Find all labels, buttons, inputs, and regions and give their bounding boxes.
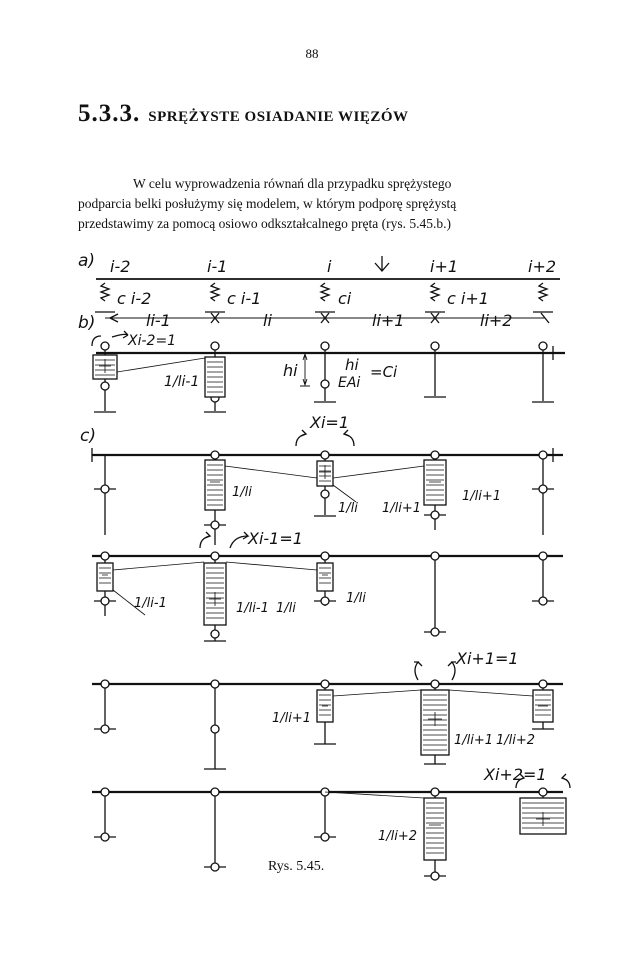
b-span-label: li+1 <box>372 311 404 330</box>
a-support-label: i <box>327 257 332 276</box>
b-unknown-arrows <box>91 330 129 347</box>
c1-ratio: 1/li <box>338 501 358 516</box>
a-spring-label: c i-2 <box>117 289 151 308</box>
b-span-label: li-1 <box>146 311 171 330</box>
c2-diagram-blocks <box>96 531 334 626</box>
c3-ratio: 1/li+1 <box>272 711 311 726</box>
b-hinges <box>100 341 548 403</box>
label-part-a: a) <box>78 251 95 271</box>
c2-unknown: Xi-1=1 <box>247 529 303 548</box>
intro-line-3: przedstawimy za pomocą osiowo odkształca… <box>78 216 452 231</box>
c4-ratio: 1/li+2 <box>378 829 417 844</box>
a-support-label: i+2 <box>528 257 556 276</box>
b-formula-denominator: EAi <box>338 375 360 391</box>
b-span-dims <box>105 312 550 324</box>
section-heading: 5.3.3. SPRĘŻYSTE OSIADANIE WIĘZÓW <box>78 100 409 128</box>
label-part-b: b) <box>78 313 95 333</box>
b-formula-numerator: hi <box>345 356 360 374</box>
b-h-dimension <box>300 352 310 387</box>
a-support-label: i-2 <box>110 257 130 276</box>
c1-ratio: 1/li <box>232 485 252 500</box>
c1-diagram-blocks <box>204 429 447 511</box>
section-title: SPRĘŻYSTE OSIADANIE WIĘZÓW <box>148 109 409 125</box>
c3-ratio: 1/li+2 <box>496 733 535 748</box>
b-span-label: li+2 <box>480 311 512 330</box>
c2-ratio: 1/li-1 <box>236 601 269 616</box>
a-support-label: i-1 <box>207 257 227 276</box>
a-springs <box>95 282 553 313</box>
c1-ratio: 1/li+1 <box>462 489 501 504</box>
c1-hinges <box>100 450 548 530</box>
c1-unknown: Xi=1 <box>309 413 349 432</box>
a-load-arrow <box>374 256 390 272</box>
intro-line-2: podparcia belki posłużymy się modelem, w… <box>78 196 457 211</box>
c3-diagram-blocks <box>316 661 554 756</box>
c1-ratio: 1/li+1 <box>382 501 421 516</box>
figure-caption: Rys. 5.45. <box>268 859 324 874</box>
c4-unknown: Xi+2=1 <box>483 765 547 784</box>
b-ratio-label: 1/li-1 <box>164 374 199 390</box>
page-number: 88 <box>305 46 319 61</box>
c4-diagram-blocks <box>324 773 571 861</box>
label-part-c: c) <box>80 426 96 446</box>
c2-ratio: 1/li <box>276 601 296 616</box>
b-h-label: hi <box>283 361 298 380</box>
a-support-label: i+1 <box>430 257 458 276</box>
section-number: 5.3.3. <box>78 100 141 127</box>
c2-ratio: 1/li-1 <box>134 596 167 611</box>
c3-hinges <box>100 679 548 734</box>
a-spring-label: ci <box>338 289 352 308</box>
c2-ratio: 1/li <box>346 591 366 606</box>
c2-hinges <box>100 551 548 639</box>
b-unknown-label: Xi-2=1 <box>127 333 176 349</box>
b-formula-rhs: =Ci <box>370 363 398 381</box>
a-spring-label: c i+1 <box>447 289 489 308</box>
intro-line-1: W celu wyprowadzenia równań dla przypadk… <box>133 176 452 191</box>
b-diagram-blocks <box>92 354 226 398</box>
c3-unknown: Xi+1=1 <box>455 649 519 668</box>
b-columns <box>94 346 554 413</box>
c4-hinges <box>100 787 548 881</box>
c3-ratio: 1/li+1 <box>454 733 493 748</box>
a-spring-label: c i-1 <box>227 289 261 308</box>
b-span-label: li <box>263 311 272 330</box>
